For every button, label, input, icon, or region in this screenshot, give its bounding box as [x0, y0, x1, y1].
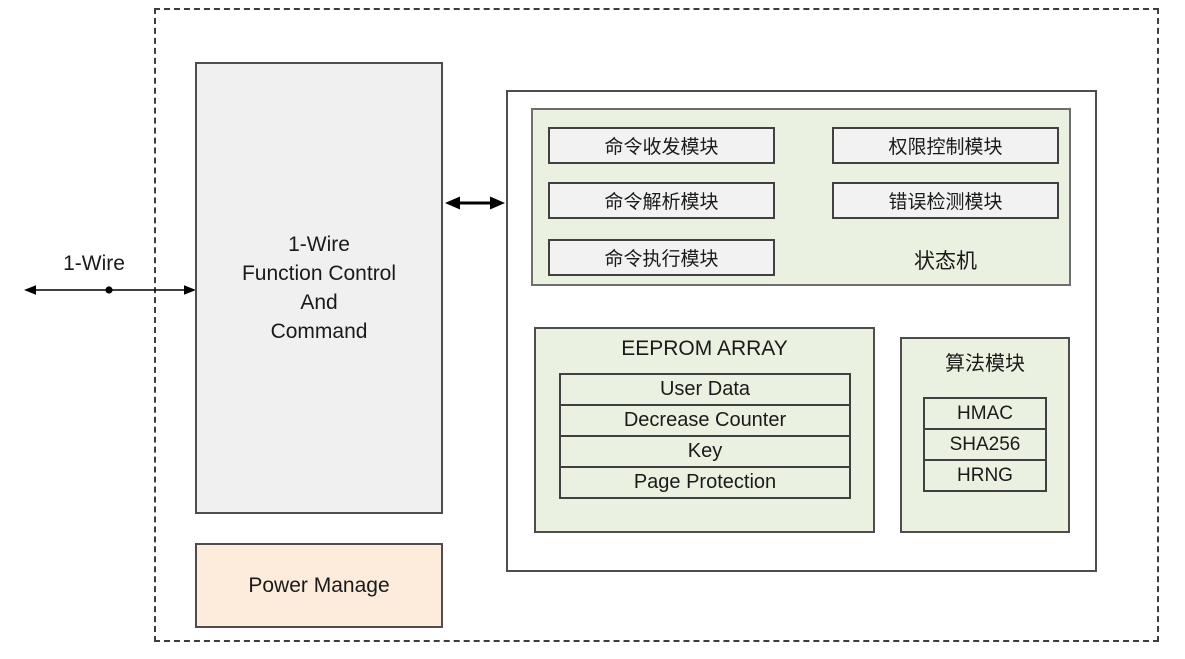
state-machine-box: 命令收发模块 命令解析模块 命令执行模块 权限控制模块 错误检测模块 状态机	[531, 108, 1071, 286]
chip-boundary	[154, 8, 1159, 642]
algorithm-table: HMAC SHA256 HRNG	[923, 397, 1047, 492]
function-control-line4: Command	[270, 320, 368, 343]
function-control-line2: Function Control	[241, 262, 397, 285]
peripheral-container: 命令收发模块 命令解析模块 命令执行模块 权限控制模块 错误检测模块 状态机 E…	[506, 90, 1097, 572]
module-command-execute: 命令执行模块	[548, 239, 775, 276]
module-error-detect: 错误检测模块	[832, 182, 1059, 219]
algorithm-row-hrng: HRNG	[923, 459, 1047, 492]
internal-bus-arrow	[445, 196, 505, 210]
algorithm-module-title: 算法模块	[945, 352, 1025, 375]
function-control-line1: 1-Wire	[288, 233, 350, 256]
module-permission-control: 权限控制模块	[832, 127, 1059, 164]
eeprom-array-box: EEPROM ARRAY User Data Decrease Counter …	[534, 327, 875, 533]
eeprom-row-decrease-counter: Decrease Counter	[559, 404, 851, 437]
eeprom-row-user-data: User Data	[559, 373, 851, 406]
eeprom-row-key: Key	[559, 435, 851, 468]
algorithm-row-sha256: SHA256	[923, 428, 1047, 461]
eeprom-table: User Data Decrease Counter Key Page Prot…	[559, 373, 851, 499]
eeprom-array-title: EEPROM ARRAY	[621, 337, 788, 360]
algorithm-row-hmac: HMAC	[923, 397, 1047, 430]
one-wire-bus-arrow	[24, 285, 196, 295]
function-control-line3: And	[300, 291, 338, 314]
bus-label: 1-Wire	[63, 252, 125, 275]
eeprom-row-page-protection: Page Protection	[559, 466, 851, 499]
state-machine-label: 状态机	[914, 250, 977, 273]
power-manage-box: Power Manage	[195, 543, 443, 628]
algorithm-module-box: 算法模块 HMAC SHA256 HRNG	[900, 337, 1070, 533]
module-command-parse: 命令解析模块	[548, 182, 775, 219]
function-control-box: 1-Wire Function Control And Command	[195, 62, 443, 514]
module-command-transceive: 命令收发模块	[548, 127, 775, 164]
